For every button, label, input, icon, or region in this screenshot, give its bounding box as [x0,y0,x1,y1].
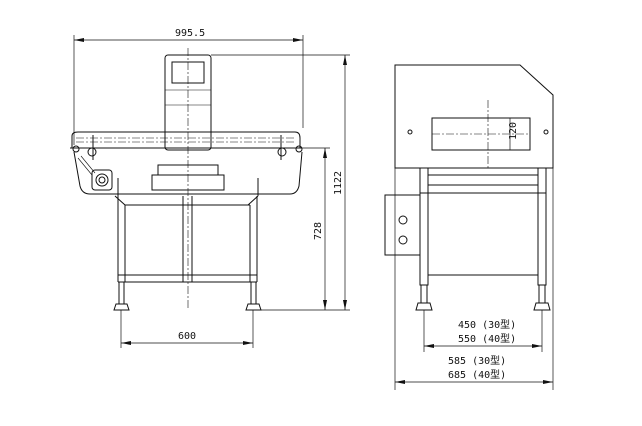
foot-left [113,303,130,311]
leg-spacing-label: 600 [178,331,196,342]
foot-right [245,303,262,311]
control-box [384,194,421,256]
depth-30-label: 585 (30型) [448,354,506,367]
leg-spacing-40-label: 550 (40型) [458,332,516,345]
front-view: 995.5 600 [70,28,350,348]
conveyor-frame [73,151,303,195]
leg-spacing-30-label: 450 (30型) [458,318,516,331]
conveyor-height-label: 728 [313,222,324,240]
overall-width-label: 995.5 [175,28,205,39]
motor [91,169,113,191]
side-view: 120 450 (30型) 550 (40型) 585 (30型) 685 (4… [384,64,554,390]
detector-housing [394,64,554,169]
depth-40-label: 685 (40型) [448,368,506,381]
overall-height-label: 1122 [333,171,344,195]
window-height-label: 120 [508,122,519,140]
conveyor-belt [71,131,301,149]
